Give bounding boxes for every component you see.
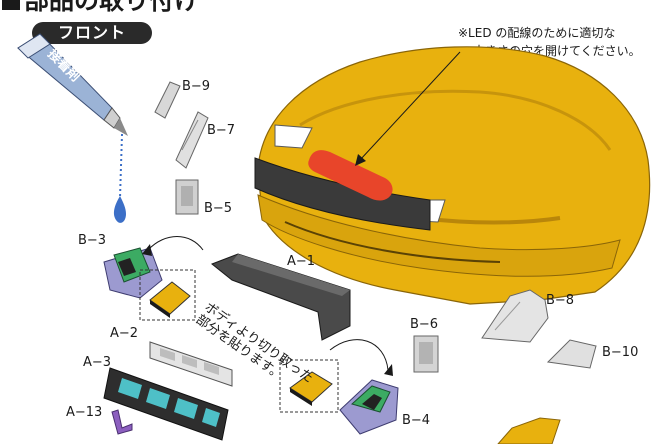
label-a1: A−1	[287, 254, 316, 269]
heading-text: 部品の取り付け	[24, 0, 200, 15]
label-b5: B−5	[204, 201, 233, 216]
part-b8	[481, 289, 549, 343]
led-note-line-1: ※LED の配線のために適切な	[458, 26, 616, 40]
car-body-partial	[497, 417, 561, 444]
label-a13: A−13	[66, 405, 103, 420]
front-badge: フロント	[32, 22, 152, 44]
car-body	[254, 46, 651, 305]
part-a2	[149, 341, 233, 387]
label-b4: B−4	[402, 413, 431, 428]
glue-tube-icon	[17, 33, 128, 223]
part-b7	[175, 111, 209, 169]
part-b4	[339, 379, 399, 435]
cutout-piece-left	[139, 236, 204, 321]
label-b10: B−10	[602, 345, 639, 360]
label-a3: A−3	[83, 355, 112, 370]
label-b8: B−8	[546, 293, 575, 308]
part-a3	[103, 367, 229, 441]
label-b3: B−3	[78, 233, 107, 248]
part-b6	[413, 335, 439, 373]
part-b10	[546, 339, 597, 369]
cutout-piece-right	[279, 339, 393, 413]
part-a1	[211, 253, 351, 341]
part-a13	[111, 409, 133, 435]
label-a2: A−2	[110, 326, 139, 341]
heading-square-icon	[2, 0, 20, 10]
label-b6: B−6	[410, 317, 439, 332]
part-b3	[103, 247, 163, 299]
label-b9: B−9	[182, 79, 211, 94]
section-heading: 部品の取り付け	[2, 0, 199, 14]
part-b5	[175, 179, 199, 215]
label-b7: B−7	[207, 123, 236, 138]
part-b9	[154, 81, 181, 119]
